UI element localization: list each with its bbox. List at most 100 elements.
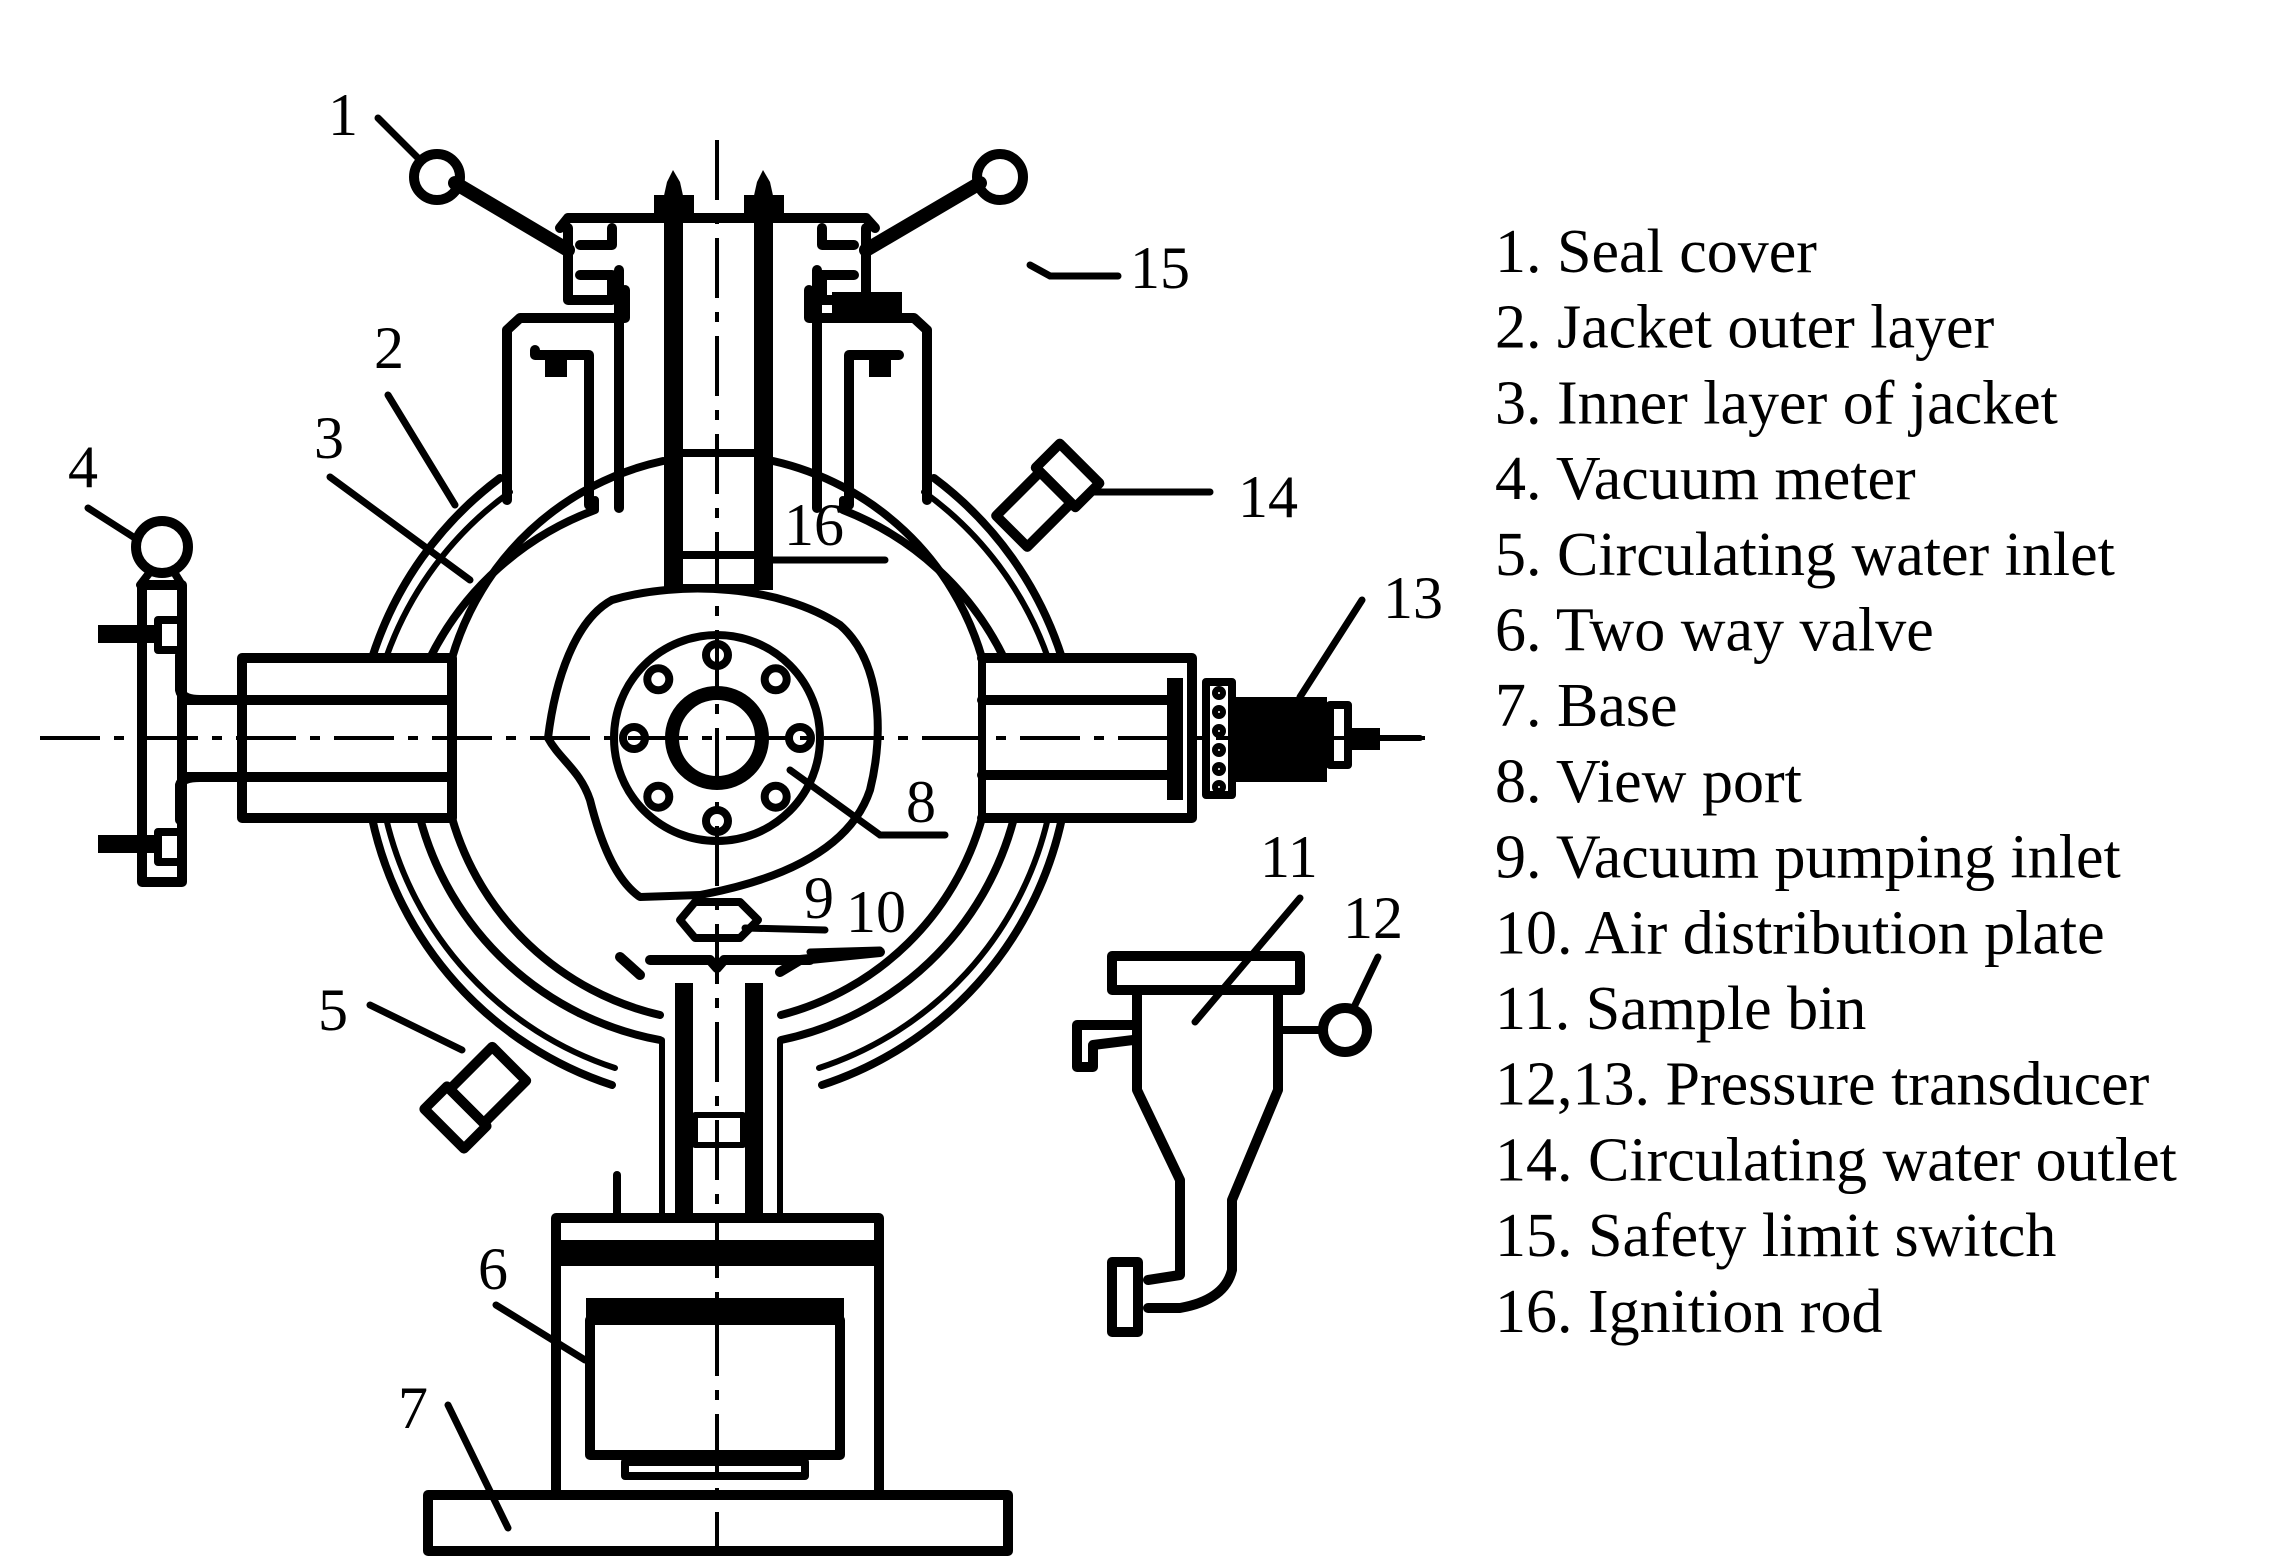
leader-9 [741,924,829,934]
jacket-outer-layer-left-inner [383,489,513,661]
bolt-hole [702,806,732,836]
bolt-hole [643,664,674,695]
seal-arm-right [859,176,987,257]
legend-item: 16. Ignition rod [1495,1278,1882,1346]
ignition-rod [654,170,784,592]
jacket-outer-layer-right-low [818,814,1066,1089]
legend-item: 8. View port [1495,748,1802,816]
legend-item: 11. Sample bin [1495,975,1866,1043]
pressure-transducer-13 [1202,678,1423,799]
leader-2 [384,391,459,509]
transducer-ring [1202,678,1236,799]
view-port-bolts [619,640,815,836]
leader-13 [1296,596,1366,701]
legend-item: 1. Seal cover [1495,218,1817,286]
callout-4: 4 [68,434,98,500]
vacuum-meter [131,516,193,589]
legend-item: 3. Inner layer of jacket [1495,369,2058,437]
sample-bin [1072,951,1372,1337]
callout-10: 10 [846,879,906,945]
sample-bin-lid [1107,951,1305,995]
base-plate [423,1490,1013,1556]
jacket-outer-layer-left [368,474,504,662]
callout-14: 14 [1238,464,1298,530]
callout-1: 1 [328,82,358,148]
water-outlet-body [991,466,1077,552]
jacket-neck-right [804,285,932,505]
transducer-cap [1326,701,1352,769]
valve-housing-band [556,1240,879,1266]
sample-bin-outlet-flange [1107,1257,1143,1337]
sample-bin-body [1132,985,1283,1313]
valve-housing [551,1213,884,1497]
ignition-rod-nut-right [744,195,784,217]
legend-item: 14. Circulating water outlet [1495,1126,2177,1194]
bolt-hole [619,723,649,753]
view-port-housing [544,584,882,901]
callout-9: 9 [804,865,834,931]
right-port [977,653,1197,823]
legend-item: 10. Air distribution plate [1495,899,2105,967]
bottom-tube-left-wall [675,983,693,1213]
vessel-wall-lower-right [777,814,986,1019]
leader-7 [444,1401,512,1532]
air-distribution-plate [615,947,885,980]
left-flange-bolt-bottom [98,835,158,853]
bottom-tube-right-wall [745,983,763,1213]
callout-7: 7 [398,1375,428,1441]
ignition-rod-tip-right [753,170,774,200]
vacuum-inlet-hex [676,898,762,942]
jacket-outer-layer-left-low [368,814,616,1089]
jacket-neck-left [502,285,630,505]
jacket-inner-layer-right [839,496,1068,662]
view-port [544,584,882,901]
callout-15: 15 [1130,235,1190,301]
callout-labels: 1 2 3 4 5 6 7 8 9 10 11 12 13 14 15 16 [68,82,1443,1441]
jacket-outer-layer-right [930,474,1066,662]
seal-cover-left-lip [563,223,617,305]
legend-item: 9. Vacuum pumping inlet [1495,824,2121,892]
bolt-hole [760,664,791,695]
legend-item: 5. Circulating water inlet [1495,521,2115,589]
transducer-body [1233,697,1327,782]
ignition-rod-left [664,218,683,590]
jacket-neck-right-block [869,355,891,377]
right-flange-plate [1167,678,1183,800]
seal-clamp-right [832,292,902,314]
leader-4 [84,504,142,544]
bolt-hole [643,781,674,812]
legend-item: 12,13. Pressure transducer [1495,1051,2150,1119]
callout-5: 5 [318,977,348,1043]
leader-5 [366,1001,466,1054]
callout-8: 8 [906,769,936,835]
leader-12 [1351,953,1382,1009]
vacuum-pumping-inlet [676,898,762,942]
callout-13: 13 [1383,565,1443,631]
legend-item: 15. Safety limit switch [1495,1202,2056,1270]
jacket-inner-layer-right-low [777,814,1018,1044]
jacket-inner-layer-left-low [416,814,664,1044]
leader-6 [492,1301,589,1364]
seal-cover [409,149,1028,513]
view-port-flange [610,631,824,845]
bolt-hole [785,723,815,753]
leader-1 [374,114,424,164]
legend-item: 2. Jacket outer layer [1495,294,1995,362]
water-outlet-nut [1030,438,1105,513]
callout-2: 2 [374,315,404,381]
callout-12: 12 [1343,885,1403,951]
left-pipe-outer [237,653,457,823]
legend: 1. Seal cover 2. Jacket outer layer 3. Inn… [1495,218,2177,1346]
water-outlet-port [991,438,1105,552]
left-flange-nut-top [154,616,186,654]
center-lines [40,140,1425,1550]
leader-3 [326,473,474,584]
right-pipe-outer [977,653,1197,823]
leader-11 [1191,894,1304,1026]
view-port-window [665,686,769,790]
water-inlet-body [444,1041,532,1129]
vacuum-meter-stem [136,568,186,589]
jacket-outer-layer-right-inner [921,489,1051,661]
bottom-tube [659,983,783,1218]
leader-8 [786,766,949,839]
